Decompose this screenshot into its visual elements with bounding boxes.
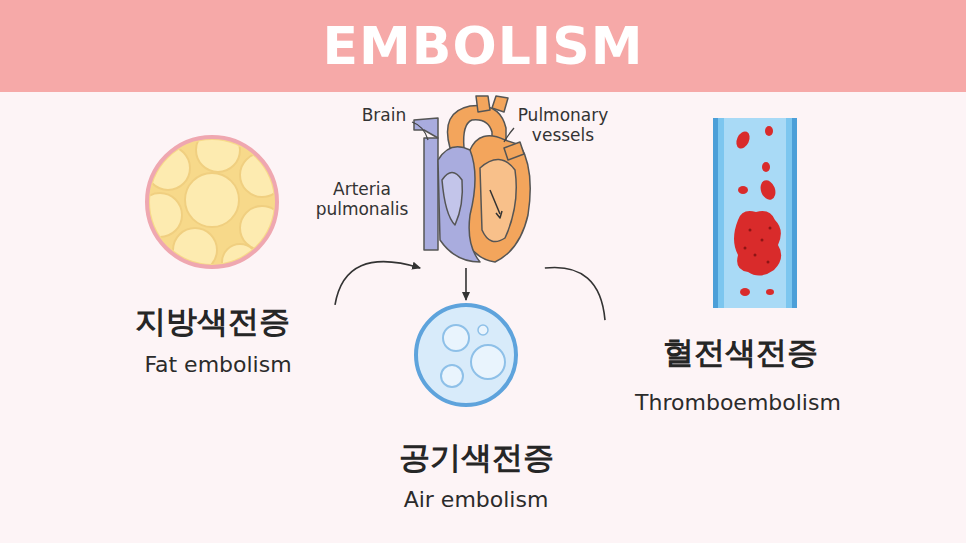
english-name: Fat embolism xyxy=(144,352,291,377)
connector-arrow xyxy=(465,268,467,300)
blood-vessel xyxy=(713,118,797,308)
korean-name: 공기색전증 xyxy=(399,440,554,476)
connector-arrow xyxy=(545,267,605,320)
air-bubbles xyxy=(416,305,516,405)
fat-cells xyxy=(136,121,289,280)
title-band xyxy=(0,0,966,92)
embolism-node: 공기색전증 Air embolism xyxy=(366,300,566,525)
embolism-node: 지방색전증 Fat embolism xyxy=(120,130,335,390)
part-label: Pulmonary vessels xyxy=(508,106,618,145)
korean-name: 혈전색전증 xyxy=(663,335,818,371)
embolism-node: 혈전색전증 Thromboembolism xyxy=(605,112,860,425)
leader-line xyxy=(412,122,514,142)
part-label: Brain xyxy=(362,106,407,126)
heart-illustration xyxy=(414,96,530,262)
part-label: Arteria pulmonalis xyxy=(307,180,417,219)
connector-arrow xyxy=(335,262,420,305)
title: EMBOLISM xyxy=(0,16,966,76)
english-name: Thromboembolism xyxy=(635,390,841,415)
korean-name: 지방색전증 xyxy=(135,304,290,340)
heart-node: Brain Pulmonary vesselsArteria pulmonalis xyxy=(300,100,630,268)
english-name: Air embolism xyxy=(404,487,549,512)
